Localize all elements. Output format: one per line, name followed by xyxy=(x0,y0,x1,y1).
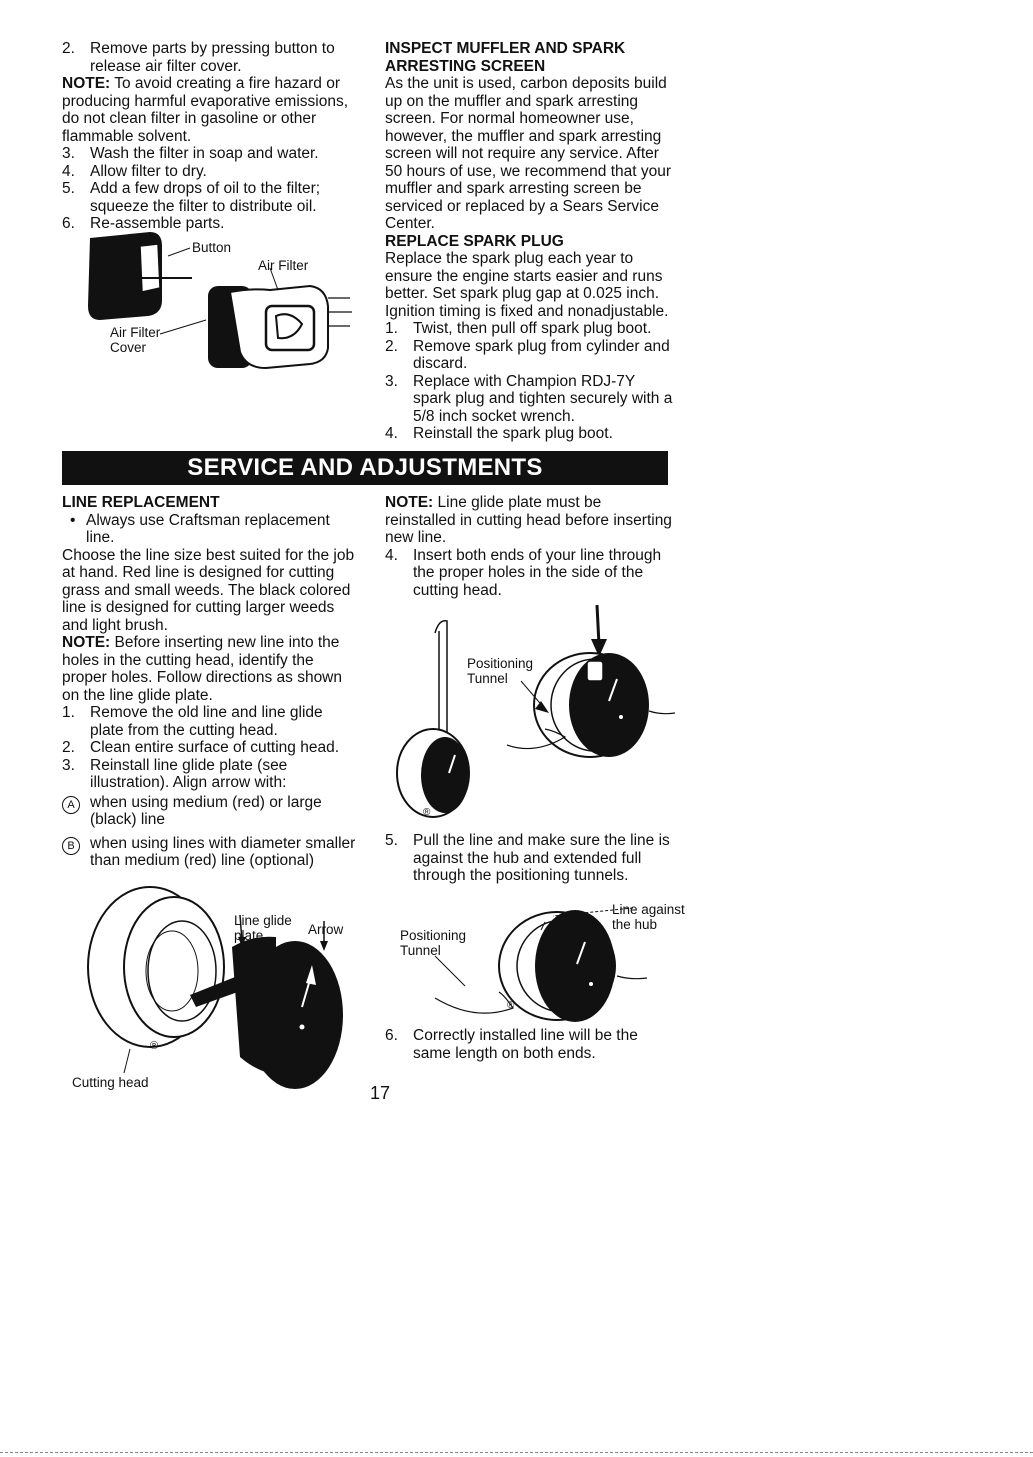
arrow-label: Arrow xyxy=(308,922,344,937)
list-item: 1.Remove the old line and line glide pla… xyxy=(62,704,323,739)
list-item: 5.Add a few drops of oil to the filter; … xyxy=(62,180,321,215)
page-number: 17 xyxy=(370,1083,391,1103)
air-filter-steps-column: 2.Remove parts by pressing button to rel… xyxy=(62,40,362,233)
list-item: 2.Remove parts by pressing button to rel… xyxy=(62,40,335,75)
replacement-line-bullet: •Always use Craftsman replacement line. xyxy=(70,511,330,547)
glide-plate-note: NOTE: Line glide plate must be reinstall… xyxy=(385,494,672,546)
list-item: 3.Reinstall line glide plate (see illust… xyxy=(62,756,288,792)
line-replacement-column: LINE REPLACEMENT •Always use Craftsman r… xyxy=(62,494,357,870)
line-against-hub-label: Line against the hub xyxy=(612,902,685,932)
svg-text:®: ® xyxy=(507,1000,515,1011)
line-replacement-steps: 1.Remove the old line and line glide pla… xyxy=(62,704,357,792)
cutting-head-label: Cutting head xyxy=(72,1075,149,1090)
svg-text:®: ® xyxy=(150,1040,158,1052)
line-size-paragraph: Choose the line size best suited for the… xyxy=(62,546,355,634)
insert-step-6-block: 6.Correctly installed line will be the s… xyxy=(385,1027,675,1062)
line-insert-column: NOTE: Line glide plate must be reinstall… xyxy=(385,494,675,599)
spark-plug-steps: 1.Twist, then pull off spark plug boot. … xyxy=(385,320,675,443)
muffler-heading: INSPECT MUFFLER AND SPARK ARRESTING SCRE… xyxy=(385,40,626,75)
list-item: 1.Twist, then pull off spark plug boot. xyxy=(385,320,652,337)
air-filter-illustration xyxy=(88,232,352,370)
line-against-hub-illustration: ® xyxy=(434,907,648,1022)
insert-step-4: 4.Insert both ends of your line through … xyxy=(385,547,675,600)
circle-a-icon: A xyxy=(62,795,80,814)
line-glide-plate-illustration: ® xyxy=(87,886,343,1089)
spark-plug-heading: REPLACE SPARK PLUG xyxy=(385,232,564,250)
muffler-paragraph: As the unit is used, carbon deposits bui… xyxy=(385,75,672,232)
line-glide-plate-label: Line glide plate xyxy=(234,913,292,943)
button-label: Button xyxy=(192,240,232,255)
list-item: 2.Remove spark plug from cylinder and di… xyxy=(385,337,670,373)
list-item: 4.Reinstall the spark plug boot. xyxy=(385,425,613,442)
list-item: 3.Wash the filter in soap and water. xyxy=(62,145,319,162)
identify-holes-note: NOTE: Before inserting new line into the… xyxy=(62,634,342,704)
list-item: 5.Pull the line and make sure the line i… xyxy=(385,832,670,884)
section-banner: SERVICE AND ADJUSTMENTS xyxy=(62,451,668,485)
air-filter-label: Air Filter xyxy=(258,258,309,273)
positioning-tunnel-label-2: Positioning Tunnel xyxy=(400,928,467,958)
list-item: 2.Clean entire surface of cutting head. xyxy=(62,739,340,756)
list-item: 3.Replace with Champion RDJ-7Y spark plu… xyxy=(385,372,673,425)
circle-b-icon: B xyxy=(62,836,80,855)
list-item: 6.Correctly installed line will be the s… xyxy=(385,1027,638,1062)
positioning-tunnel-illustration: ® xyxy=(396,604,676,818)
svg-text:®: ® xyxy=(423,807,431,818)
list-item: 4.Insert both ends of your line through … xyxy=(385,546,662,599)
spark-plug-paragraph: Replace the spark plug each year to ensu… xyxy=(385,250,669,320)
air-filter-steps-part1: 2.Remove parts by pressing button to rel… xyxy=(62,40,362,75)
page-bottom-rule xyxy=(0,1452,1033,1453)
line-replacement-heading: LINE REPLACEMENT xyxy=(62,494,220,511)
insert-step-5-block: 5.Pull the line and make sure the line i… xyxy=(385,832,675,885)
fire-hazard-note: NOTE: To avoid creating a fire hazard or… xyxy=(62,75,349,145)
air-filter-cover-label: Air Filter Cover xyxy=(110,325,161,355)
air-filter-steps-part2: 3.Wash the filter in soap and water. 4.A… xyxy=(62,145,362,233)
positioning-tunnel-label: Positioning Tunnel xyxy=(467,656,534,686)
muffler-spark-column: INSPECT MUFFLER AND SPARK ARRESTING SCRE… xyxy=(385,40,675,443)
list-item: 4.Allow filter to dry. xyxy=(62,162,207,180)
list-item: 6.Re-assemble parts. xyxy=(62,215,225,232)
